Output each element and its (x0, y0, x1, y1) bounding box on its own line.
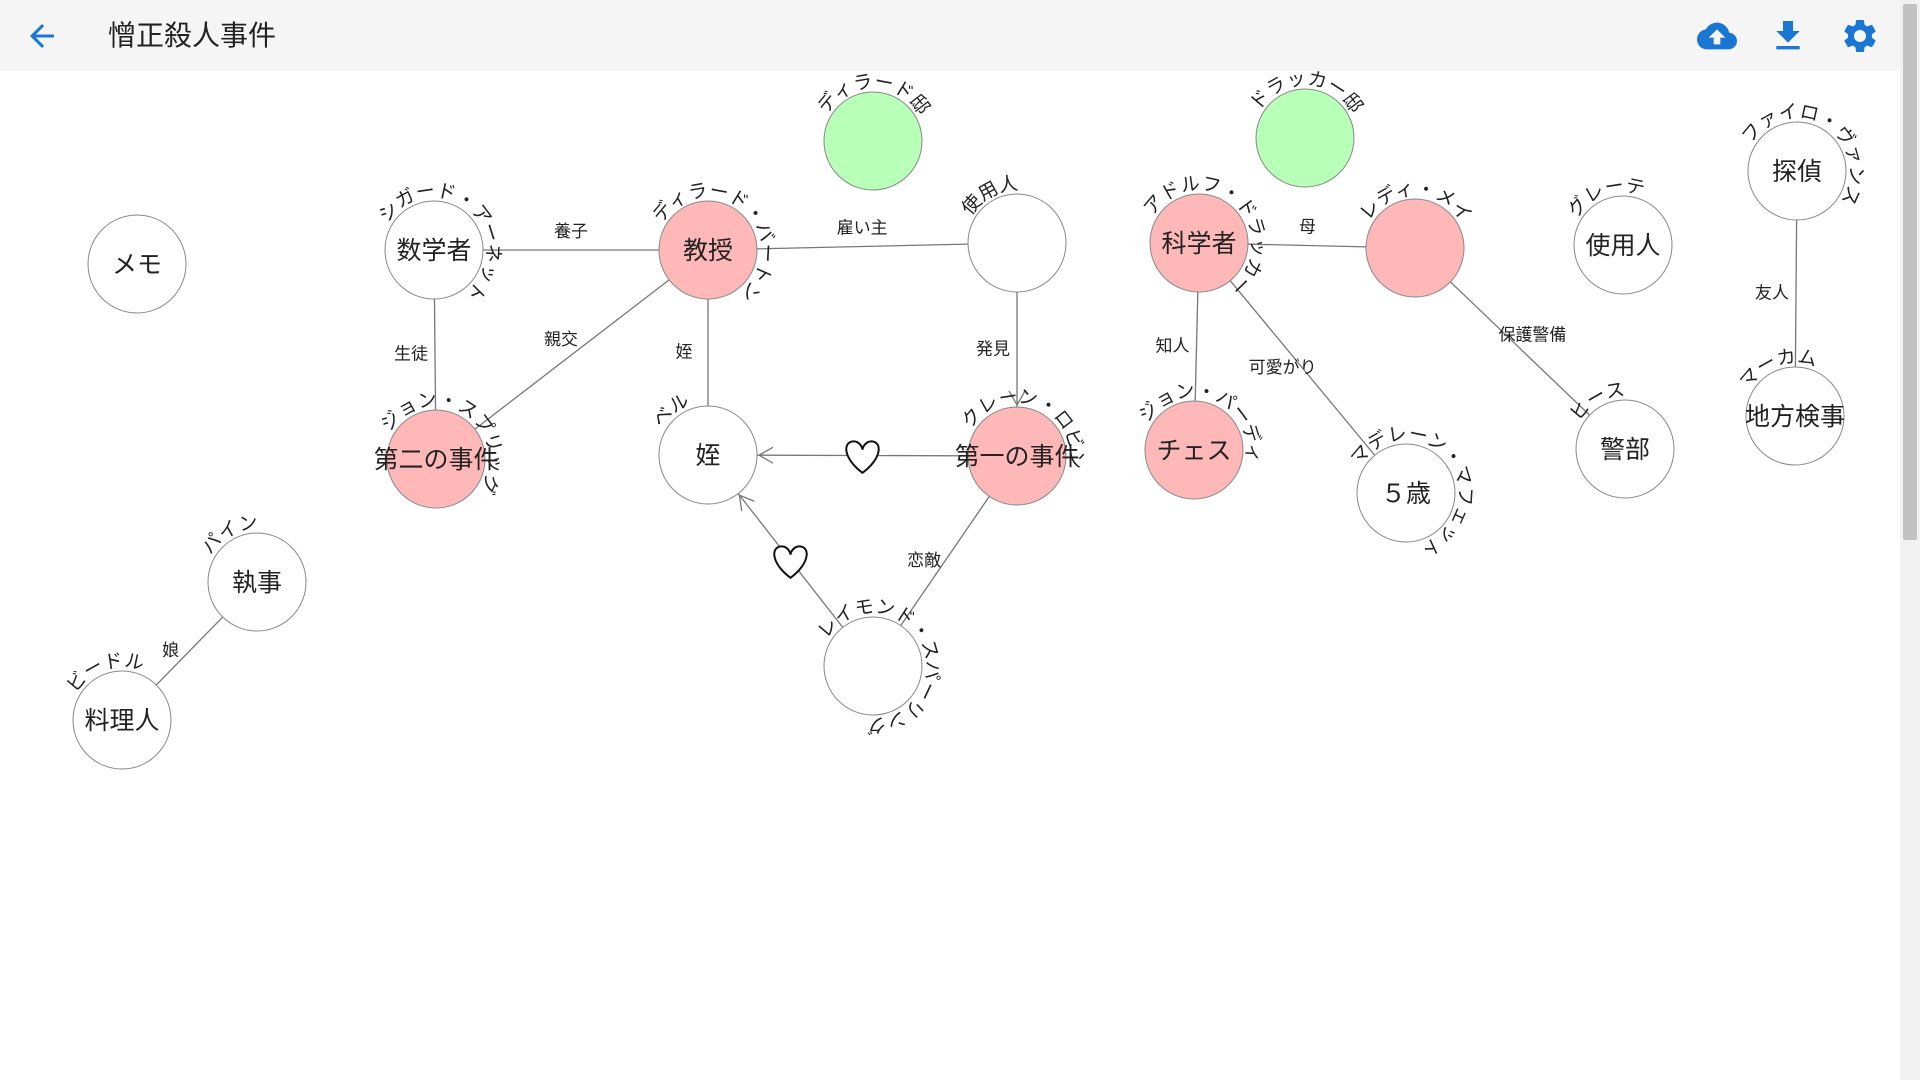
node-circle[interactable] (384, 200, 484, 300)
page-title: 憎正殺人事件 (108, 19, 277, 52)
nodes-layer: メモ数学者シガード・アーネット教授ディラード・バートンディラード邸使用人第二の事… (62, 67, 1868, 770)
node-circle[interactable] (1747, 121, 1847, 221)
upload-button[interactable] (1697, 16, 1737, 56)
node-label: 数学者 (396, 236, 471, 265)
node-label: 執事 (232, 568, 282, 597)
edge-label: 雇い主 (837, 219, 888, 239)
back-button[interactable] (24, 18, 60, 54)
node-circle[interactable] (658, 405, 758, 505)
edge-label: 親交 (544, 330, 578, 350)
settings-gear-icon (1844, 19, 1876, 52)
node-label: 料理人 (84, 706, 159, 735)
node-circle[interactable] (1745, 366, 1845, 466)
edge-label: 娘 (162, 641, 179, 661)
node-circle[interactable] (87, 214, 187, 314)
node-circle[interactable] (823, 91, 923, 191)
edge-label: 保護警備 (1498, 325, 1566, 345)
edge-first-case-niece[interactable] (707, 440, 1018, 475)
node-circle[interactable] (1149, 193, 1249, 293)
edge-line (1198, 242, 1407, 494)
node-circle[interactable] (967, 406, 1067, 506)
node-label: 姪 (695, 441, 720, 470)
edge-label: 姪 (676, 343, 693, 363)
heart-icon (773, 545, 808, 580)
node-label: ５歳 (1381, 479, 1431, 508)
edge-scientist-age5[interactable]: 可愛がり (1198, 242, 1407, 494)
node-dillard-house[interactable]: ディラード邸 (813, 70, 934, 191)
node-circle[interactable] (823, 616, 923, 716)
node-circle[interactable] (1575, 399, 1675, 499)
edge-line (707, 242, 1018, 251)
cloud-upload-icon (1697, 22, 1737, 50)
edge-label: 知人 (1156, 337, 1190, 357)
node-niece[interactable]: 姪ベル (648, 389, 758, 505)
node-label: 地方検事 (1745, 402, 1845, 431)
node-circle[interactable] (1144, 400, 1244, 500)
node-lady[interactable]: レディ・メイ (1355, 177, 1476, 298)
arrow-left-icon (30, 24, 54, 48)
node-memo[interactable]: メモ (87, 214, 187, 314)
scrollbar-thumb[interactable] (1903, 4, 1917, 540)
edge-label: 恋敵 (907, 550, 941, 571)
vertical-scrollbar[interactable] (1900, 0, 1920, 1080)
download-button[interactable] (1768, 16, 1808, 56)
node-circle[interactable] (386, 409, 486, 509)
edge-prof-second-case[interactable]: 親交 (435, 249, 709, 460)
node-label: 第二の事件 (373, 445, 498, 474)
node-circle[interactable] (1356, 443, 1456, 543)
edge-label: 母 (1299, 218, 1316, 238)
node-label: 第一の事件 (954, 442, 1079, 471)
node-drukker-house[interactable]: ドラッカー邸 (1245, 67, 1367, 188)
node-circle[interactable] (658, 200, 758, 300)
settings-button[interactable] (1840, 16, 1880, 56)
edge-label: 発見 (976, 340, 1010, 360)
node-label: 教授 (683, 236, 733, 265)
node-label: 警部 (1600, 435, 1650, 464)
node-raymond[interactable]: レイモンド・スパーリング (813, 595, 943, 736)
node-label: 使用人 (1585, 231, 1660, 260)
edge-label: 生徒 (394, 345, 428, 365)
edge-label: 養子 (554, 222, 588, 242)
node-servant1[interactable]: 使用人 (957, 172, 1067, 293)
arrowhead-icon (1008, 390, 1026, 407)
edge-label: 友人 (1755, 284, 1789, 304)
download-icon (1776, 21, 1800, 50)
node-label: メモ (112, 250, 162, 279)
node-label: チェス (1156, 436, 1231, 465)
node-circle[interactable] (1365, 198, 1465, 298)
edge-line (435, 249, 709, 460)
node-circle[interactable] (72, 670, 172, 770)
node-circle[interactable] (207, 532, 307, 632)
heart-icon (845, 440, 880, 475)
arrowhead-icon (757, 446, 774, 464)
arrowhead-icon (738, 494, 755, 512)
app-toolbar: 憎正殺人事件 (0, 0, 1900, 71)
node-circle[interactable] (967, 193, 1067, 293)
node-label: 科学者 (1161, 229, 1236, 258)
edge-prof-servant1[interactable]: 雇い主 (707, 219, 1018, 251)
node-circle[interactable] (1255, 88, 1355, 188)
node-circle[interactable] (1573, 195, 1673, 295)
edge-label: 可愛がり (1249, 358, 1317, 378)
node-label: 探偵 (1772, 157, 1822, 186)
